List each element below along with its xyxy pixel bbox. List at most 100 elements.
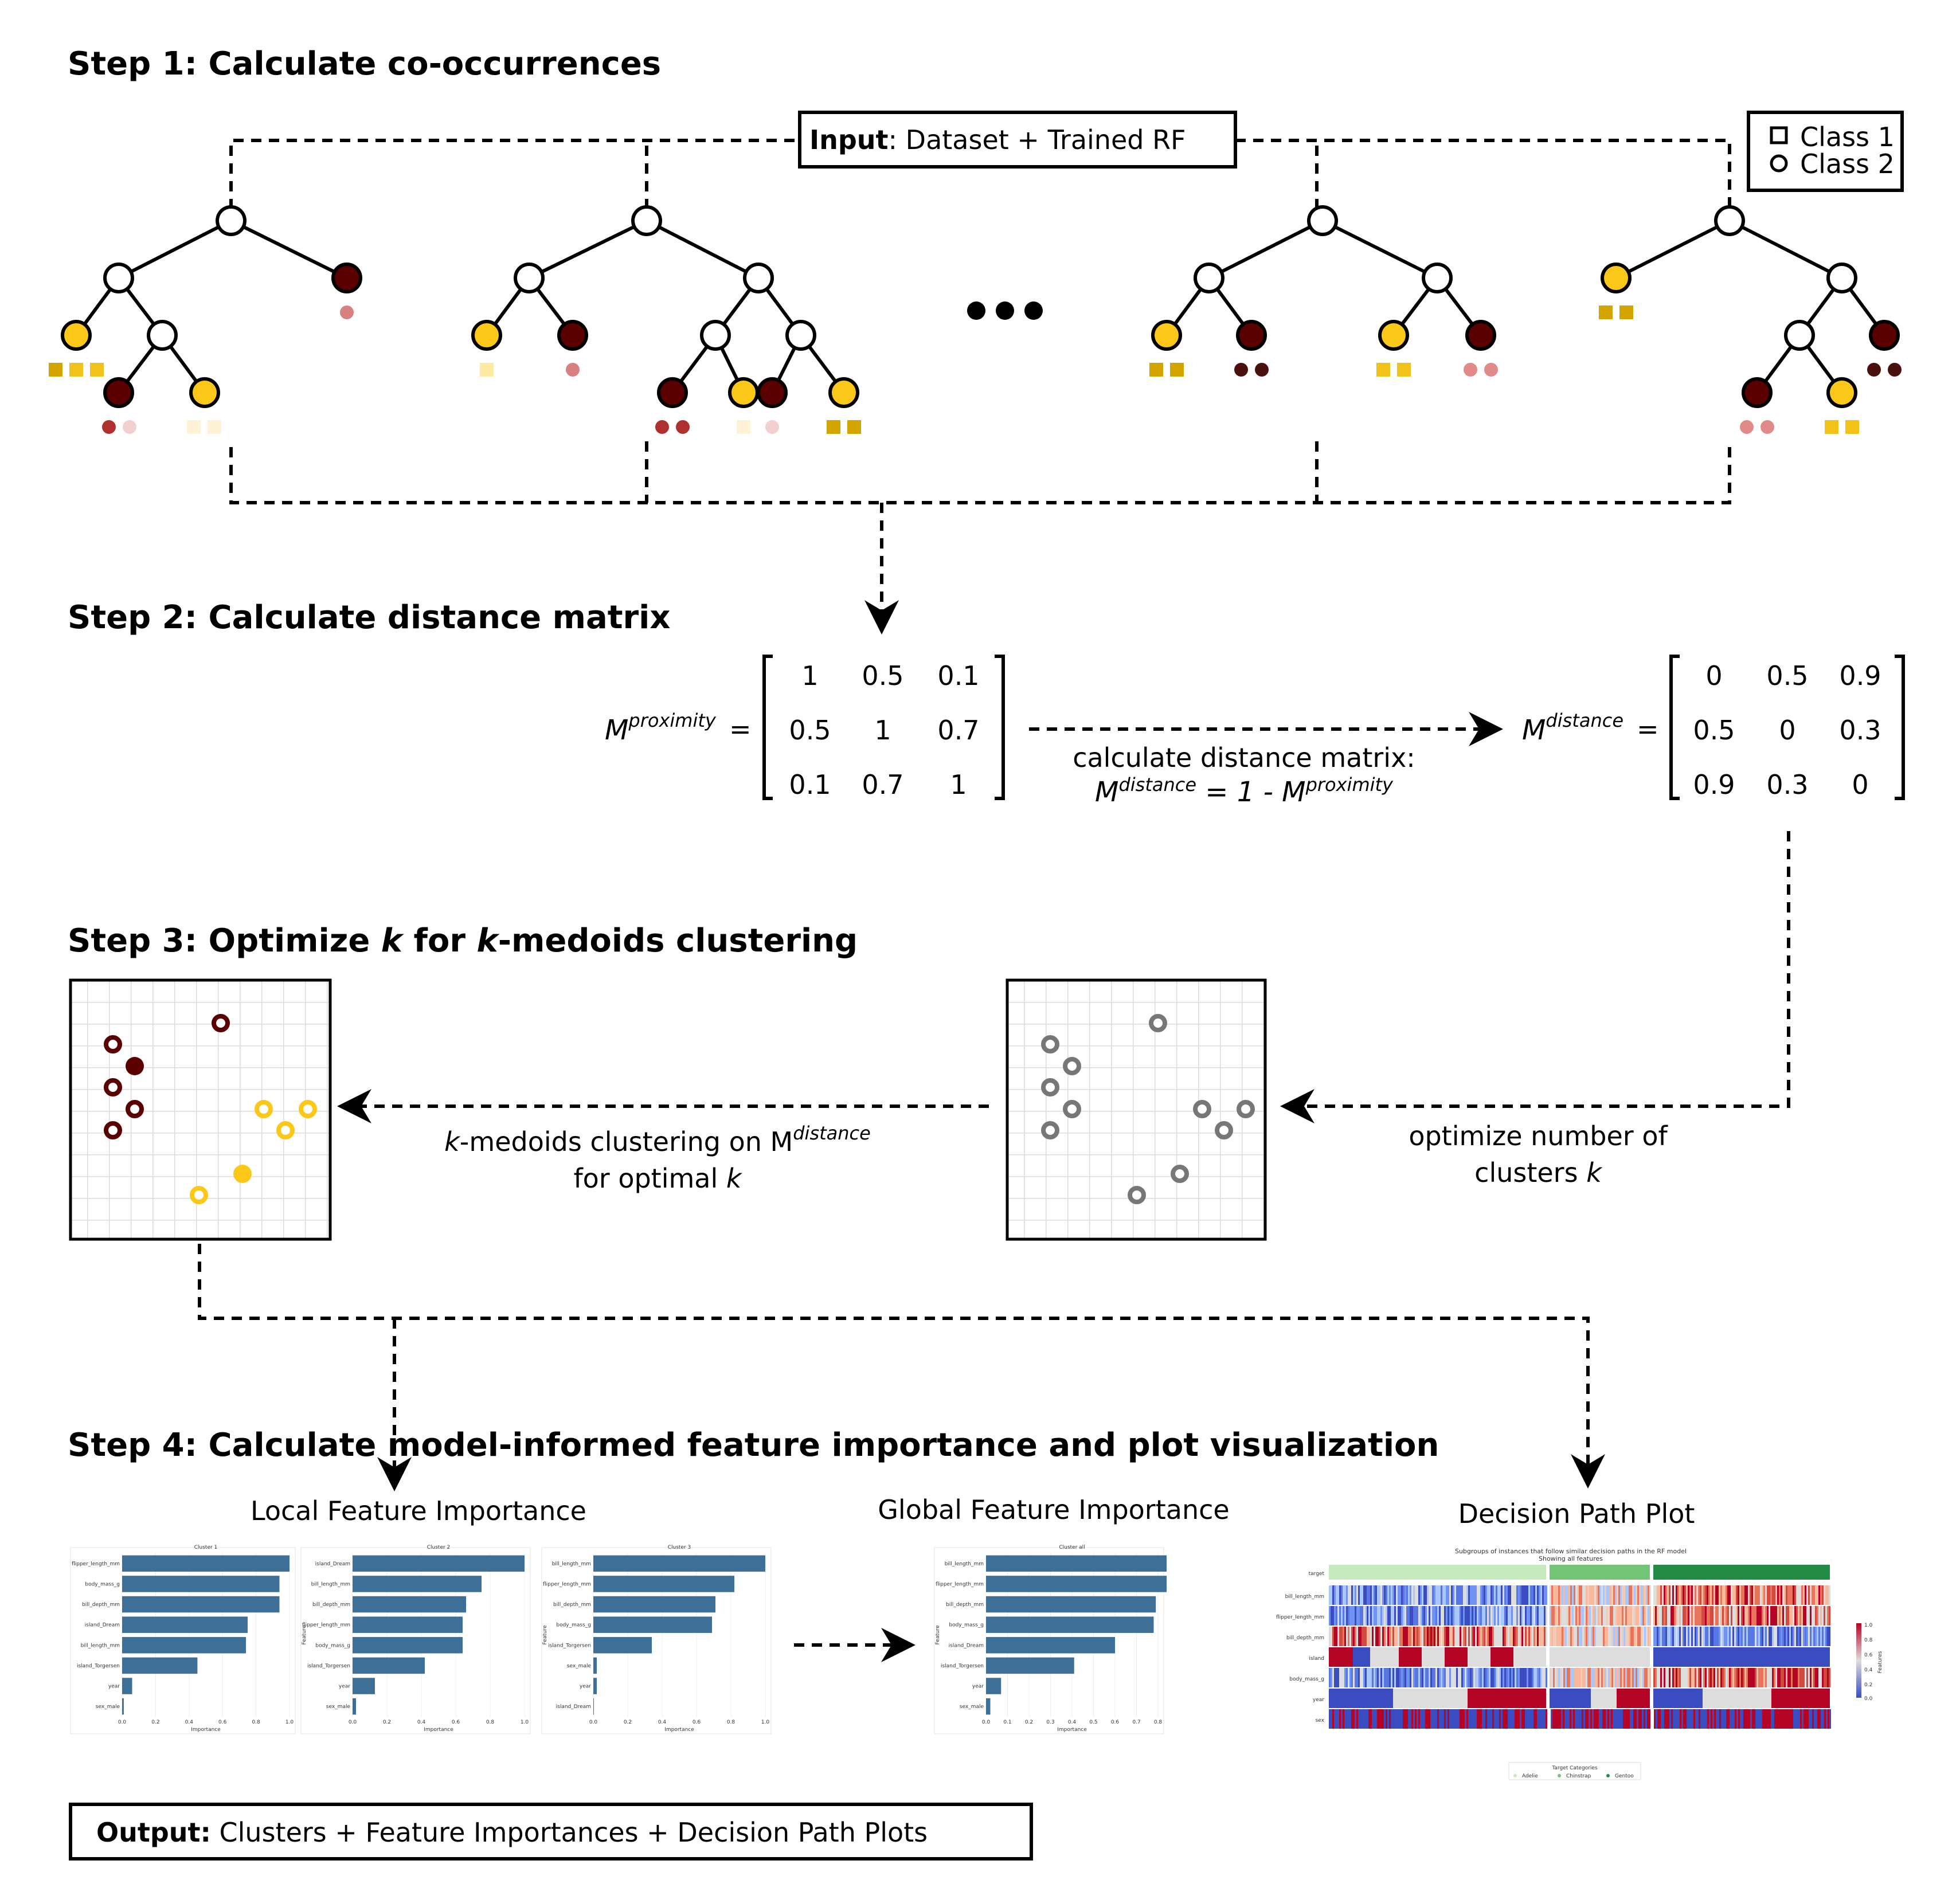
heat-cell (1628, 1709, 1630, 1729)
dpp-row-label: bill_depth_mm (1286, 1635, 1324, 1641)
heat-cell (1430, 1606, 1432, 1626)
heat-cell (1363, 1585, 1365, 1605)
heat-cell (1540, 1585, 1542, 1605)
heat-cell (1550, 1627, 1551, 1646)
heat-cell (1791, 1585, 1793, 1605)
heat-cell (1532, 1668, 1533, 1687)
heat-cell (1697, 1709, 1699, 1729)
heat-cell (1553, 1585, 1555, 1605)
heat-cell (1410, 1627, 1411, 1646)
heat-cell (1591, 1585, 1593, 1605)
heat-cell (1801, 1606, 1803, 1626)
heat-cell (1696, 1627, 1698, 1646)
heat-cell (1599, 1709, 1601, 1729)
heat-cell (1676, 1668, 1677, 1687)
heat-cell (1401, 1606, 1403, 1626)
heat-cell (1618, 1668, 1620, 1687)
heat-cell (1759, 1709, 1761, 1729)
heat-cell (1506, 1585, 1508, 1605)
heat-cell (1702, 1709, 1704, 1729)
heat-cell (1664, 1668, 1665, 1687)
heat-cell (1399, 1627, 1401, 1646)
heat-cell (1611, 1585, 1613, 1605)
heat-cell (1551, 1585, 1553, 1605)
heat-cell (1728, 1709, 1730, 1729)
heat-cell (1525, 1585, 1527, 1605)
heat-cell (1593, 1627, 1594, 1646)
heat-cell (1781, 1709, 1783, 1729)
heat-cell (1568, 1606, 1570, 1626)
feature-label: year (580, 1684, 591, 1690)
heat-cell (1750, 1627, 1751, 1646)
heat-cell (1637, 1585, 1639, 1605)
heat-cell (1339, 1709, 1341, 1729)
heat-cell (1781, 1585, 1782, 1605)
decision-path-plot: Subgroups of instances that follow simil… (1276, 1548, 1883, 1780)
heat-cell (1777, 1606, 1779, 1626)
heat-cell (1579, 1627, 1580, 1646)
heat-cell (1617, 1606, 1618, 1626)
heat-cell (1655, 1668, 1657, 1687)
heat-cell (1444, 1585, 1446, 1605)
heat-cell (1528, 1627, 1530, 1646)
heat-cell (1620, 1627, 1622, 1646)
heat-cell (1458, 1606, 1460, 1626)
optimize-k-label: optimize number of clusters k (1409, 1121, 1668, 1188)
heat-cell (1387, 1585, 1389, 1605)
heat-cell (1339, 1606, 1341, 1626)
heat-cell (1673, 1709, 1675, 1729)
x-axis-label: Importance (191, 1727, 221, 1733)
heat-cell (1703, 1585, 1705, 1605)
heat-cell (1789, 1627, 1791, 1646)
feature-label: sex_male (326, 1704, 351, 1710)
bar (986, 1576, 1167, 1592)
heat-cell (1793, 1668, 1794, 1687)
heat-cell (1593, 1585, 1594, 1605)
heat-cell (1741, 1606, 1743, 1626)
heat-cell (1591, 1606, 1593, 1626)
heat-cell (1603, 1585, 1605, 1605)
x-tick-label: 0.4 (658, 1720, 667, 1725)
heat-cell (1818, 1627, 1820, 1646)
heat-cell (1577, 1668, 1579, 1687)
heat-cell (1655, 1585, 1657, 1605)
heat-cell (1423, 1627, 1425, 1646)
svg-text:0.7: 0.7 (937, 715, 979, 746)
heat-cell (1798, 1585, 1799, 1605)
heat-cell (1351, 1709, 1353, 1729)
heat-cell (1532, 1606, 1533, 1626)
heat-cell (1664, 1709, 1666, 1729)
heat-cell (1734, 1585, 1736, 1605)
heat-cell (1630, 1606, 1632, 1626)
heat-cell (1375, 1606, 1377, 1626)
heat-cell (1738, 1668, 1739, 1687)
heat-cell (1506, 1606, 1508, 1626)
heat-cell (1586, 1627, 1587, 1646)
heat-cell (1334, 1606, 1336, 1626)
heat-cell (1453, 1668, 1454, 1687)
x-tick-label: 0.2 (383, 1720, 391, 1725)
heat-cell (1339, 1627, 1341, 1646)
heat-cell (1528, 1709, 1530, 1729)
heat-cell (1824, 1585, 1825, 1605)
heat-cell (1824, 1606, 1825, 1626)
heat-cell (1660, 1627, 1662, 1646)
heat-cell (1629, 1606, 1630, 1626)
svg-text:0.3: 0.3 (1766, 769, 1808, 800)
input-box: Input: Dataset + Trained RF (798, 111, 1237, 169)
feature-label: sex_male (960, 1704, 984, 1710)
heat-cell (1656, 1709, 1657, 1729)
heat-cell (1356, 1606, 1358, 1626)
heat-cell (1618, 1606, 1620, 1626)
heat-cell (1575, 1668, 1577, 1687)
heat-cell (1465, 1606, 1466, 1626)
heat-cell (1518, 1709, 1520, 1729)
heat-cell (1770, 1585, 1772, 1605)
heat-cell (1704, 1709, 1705, 1729)
heat-cell (1485, 1606, 1487, 1626)
heat-cell (1336, 1709, 1337, 1729)
heat-cell (1405, 1627, 1406, 1646)
heat-cell (1707, 1585, 1708, 1605)
heat-cell (1683, 1627, 1684, 1646)
heat-cell (1429, 1668, 1430, 1687)
